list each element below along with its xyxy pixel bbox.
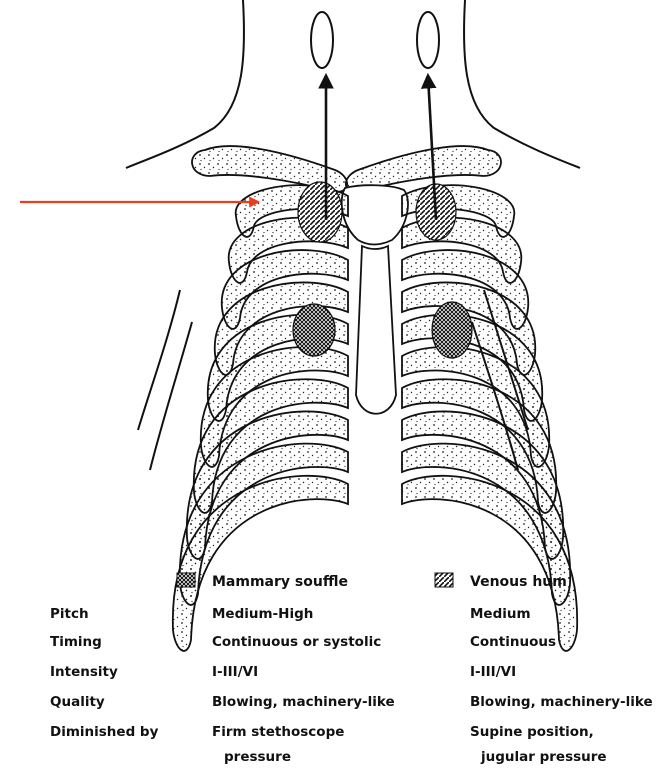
venous-diminished-by-cont: jugular pressure bbox=[481, 749, 607, 765]
venous-quality: Blowing, machinery-like bbox=[470, 694, 653, 710]
sternum bbox=[342, 185, 408, 414]
mammary-intensity: I-III/VI bbox=[212, 664, 258, 680]
mammary-diminished-by: Firm stethoscope bbox=[212, 724, 344, 740]
left-oval bbox=[311, 12, 333, 68]
venous-pitch: Medium bbox=[470, 606, 531, 622]
row-label-quality: Quality bbox=[50, 694, 105, 710]
mammary-souffle-title: Mammary souffle bbox=[212, 574, 348, 590]
venous-intensity: I-III/VI bbox=[470, 664, 516, 680]
row-label-diminished-by: Diminished by bbox=[50, 724, 158, 740]
mammary-timing: Continuous or systolic bbox=[212, 634, 381, 650]
diagonal-hatch-swatch bbox=[434, 572, 454, 588]
row-label-intensity: Intensity bbox=[50, 664, 118, 680]
row-label-pitch: Pitch bbox=[50, 606, 89, 622]
crosshatch-swatch bbox=[176, 572, 196, 588]
venous-hum-title: Venous hum bbox=[470, 574, 567, 590]
mammary-pitch: Medium-High bbox=[212, 606, 313, 622]
venous-timing: Continuous bbox=[470, 634, 556, 650]
right-oval bbox=[417, 12, 439, 68]
venous-diminished-by: Supine position, bbox=[470, 724, 594, 740]
mammary-quality: Blowing, machinery-like bbox=[212, 694, 395, 710]
row-label-timing: Timing bbox=[50, 634, 102, 650]
mammary-diminished-by-cont: pressure bbox=[224, 749, 291, 765]
